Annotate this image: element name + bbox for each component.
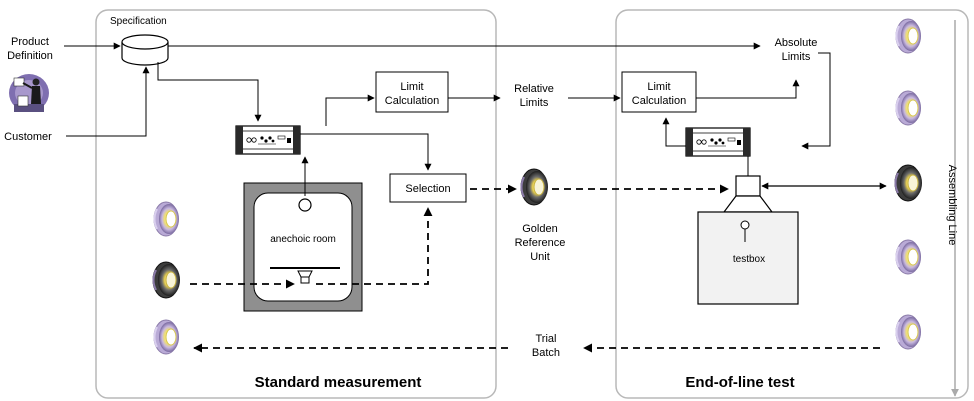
loudspeaker-icon-line-3 [894,164,923,202]
selection-box [389,173,467,203]
limit-calc-left-label-2: Calculation [385,95,439,107]
analyzer-rack-icon-left [235,125,301,155]
trial-batch-label-2: Batch [532,347,560,359]
limit-calculation-box-left [375,71,449,113]
absolute-limits-label-2: Limits [782,51,811,63]
end-of-line-test-panel [615,9,969,399]
analyzer-to-limitcalc-arrow [325,94,375,126]
absolute-limits-label-1: Absolute [775,37,818,49]
database-icon [121,34,169,66]
microphone-icon-testbox [740,220,750,242]
spec-to-analyzer-arrow [157,62,262,122]
loudspeaker-icon-left-2 [152,261,181,299]
absolute-to-analyzer-arrow [801,52,831,150]
testbox-speaker-icon [722,175,774,213]
product-definition-label-1: Product [11,36,49,48]
relative-limits-label-1: Relative [514,83,554,95]
standard-measurement-title: Standard measurement [255,374,422,391]
loudspeaker-icon-line-1 [895,18,922,54]
anechoic-room [243,182,363,312]
limit-calc-right-label-2: Calculation [632,95,686,107]
relative-limits-label-2: Limits [520,97,549,109]
trial-batch-label-1: Trial [536,333,557,345]
golden-reference-speaker-icon [520,168,549,206]
anechoic-room-label: anechoic room [270,234,336,245]
limit-calculation-box-right [621,71,697,113]
loudspeaker-icon-left-1 [153,201,180,237]
golden-ref-label-3: Unit [530,251,550,263]
golden-ref-label-1: Golden [522,223,557,235]
customer-arrow [66,66,150,137]
specification-label: Specification [110,16,167,27]
assembling-line-label: Assembling Line [946,165,958,246]
analyzer-to-limitcalc-right-arrow [662,117,686,147]
testbox-label: testbox [733,254,765,265]
microphone-icon-room [298,198,312,212]
standard-measurement-panel [95,9,497,399]
loudspeaker-icon-line-4 [895,239,922,275]
product-definition-label-2: Definition [7,50,53,62]
presenter-icon [9,74,49,112]
analyzer-rack-icon-right [685,127,751,157]
selection-label: Selection [405,183,450,195]
analyzer-to-selection-arrow [300,133,432,171]
loudspeaker-icon-left-3 [153,319,180,355]
loudspeaker-icon-line-5 [895,314,922,350]
limitcalc-to-absolute-arrow [696,79,800,99]
limit-calc-right-label-1: Limit [647,81,670,93]
golden-ref-label-2: Reference [515,237,566,249]
limit-calc-left-label-1: Limit [400,81,423,93]
room-to-selection-arrow [316,207,433,285]
customer-label: Customer [4,131,52,143]
end-of-line-test-title: End-of-line test [685,374,794,391]
loudspeaker-icon-line-2 [895,90,922,126]
speaker-in-room-icon [297,270,313,284]
